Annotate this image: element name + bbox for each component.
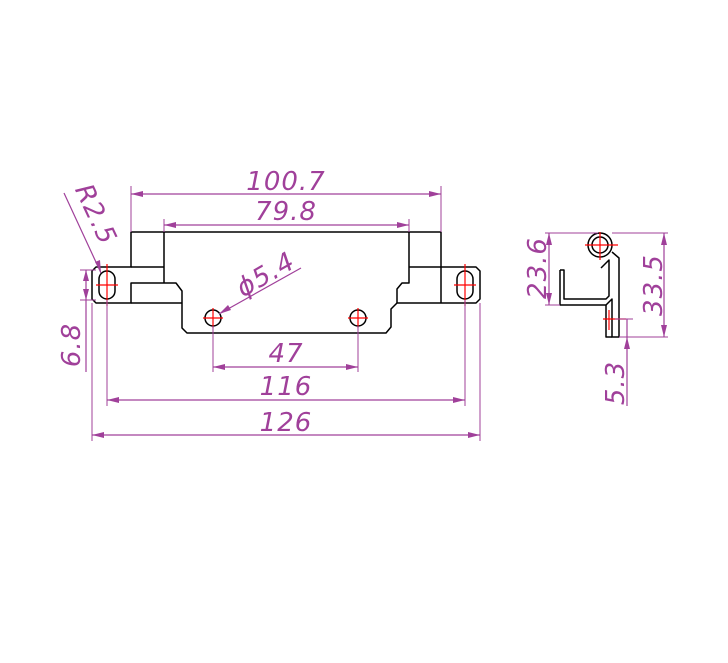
left-hole-centerline bbox=[203, 308, 223, 328]
arrowheads-side bbox=[546, 233, 667, 349]
side-view: 23.6 33.5 5.3 bbox=[523, 232, 669, 406]
left-slot-centerline bbox=[96, 264, 118, 306]
dim-text-23-6: 23.6 bbox=[523, 237, 553, 299]
arrowheads-front bbox=[83, 191, 480, 438]
right-slot-centerline bbox=[454, 264, 476, 306]
dim-text-126: 126 bbox=[260, 408, 313, 438]
bracket-inner-step-left bbox=[131, 232, 182, 304]
dim-text-6-8: 6.8 bbox=[57, 323, 87, 367]
dim-text-33-5: 33.5 bbox=[639, 254, 669, 316]
dim-text-79-8: 79.8 bbox=[255, 197, 317, 227]
leader-phi-5-4 bbox=[218, 267, 302, 315]
right-hole-centerline bbox=[348, 308, 368, 328]
side-profile-outline bbox=[559, 251, 620, 338]
dim-text-116: 116 bbox=[260, 372, 313, 402]
front-view: 100.7 79.8 ϕ5.4 R2.5 6.8 47 116 126 bbox=[57, 167, 481, 441]
leader-r2-5 bbox=[63, 192, 102, 274]
dim-text-r2-5: R2.5 bbox=[68, 180, 122, 250]
side-extension-lines bbox=[545, 232, 668, 338]
dim-text-47: 47 bbox=[268, 339, 303, 369]
dim-text-100-7: 100.7 bbox=[246, 167, 325, 197]
dim-text-phi-5-4: ϕ5.4 bbox=[231, 246, 300, 303]
bracket-inner-step-right bbox=[396, 232, 441, 303]
side-profile-inner bbox=[605, 305, 612, 338]
dim-text-5-3: 5.3 bbox=[601, 361, 631, 405]
bracket-outline bbox=[91, 231, 481, 334]
hook-circle-centerline bbox=[585, 232, 618, 260]
